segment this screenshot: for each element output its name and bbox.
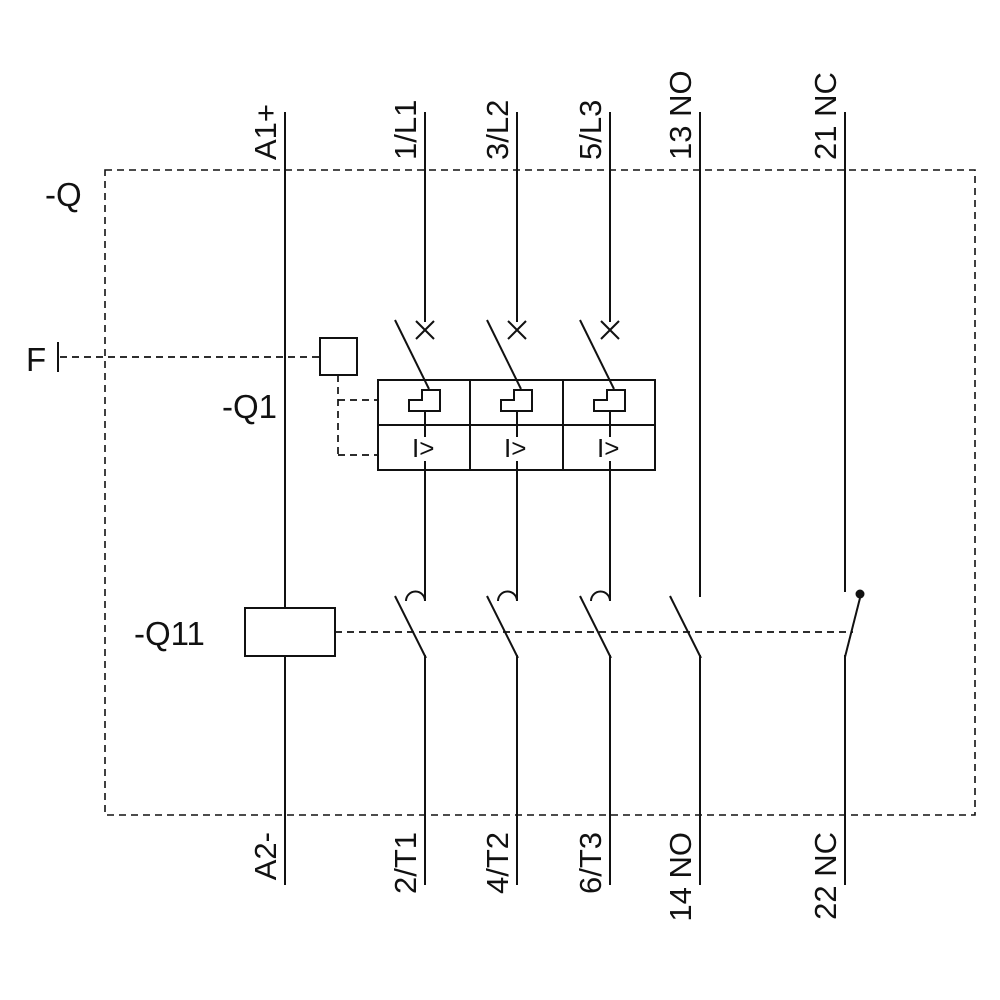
terminal-label-14no: 14 NO (663, 832, 698, 922)
breaker-cross-icon (600, 320, 620, 340)
latch-mechanism-icon (593, 389, 626, 412)
overcurrent-trip-symbol: I> (412, 433, 434, 463)
aux-no-contact (669, 112, 702, 885)
no-contact-arm (669, 595, 702, 659)
top-terminal-labels: A1+ 1/L1 3/L2 5/L3 13 NO 21 NC (248, 70, 843, 160)
terminal-label-5l3: 5/L3 (573, 100, 608, 160)
enclosure-dashed-border (104, 169, 976, 816)
breaker-contact-arm (486, 319, 522, 390)
contactor-contact-arm (579, 595, 612, 659)
contactor-fixed-contact-arc (590, 590, 611, 602)
external-trip-group: F (26, 337, 378, 456)
breaker-contact-arm (394, 319, 430, 390)
terminal-label-13no: 13 NO (663, 70, 698, 160)
pole-l2 (486, 112, 527, 885)
terminal-label-21nc: 21 NC (808, 72, 843, 160)
overcurrent-trip-symbol: I> (504, 433, 526, 463)
terminal-label-a1: A1+ (248, 104, 283, 160)
coil-box (244, 607, 336, 657)
coil-ref-label: -Q11 (134, 615, 205, 652)
aux-nc-contact (844, 112, 865, 885)
actuator-box-icon (319, 337, 358, 376)
nc-contact-arm (844, 597, 861, 658)
terminal-label-6t3: 6/T3 (573, 832, 608, 894)
contactor-contact-arm (394, 595, 427, 659)
contactor-fixed-contact-arc (405, 590, 426, 602)
contactor-contact-arm (486, 595, 519, 659)
terminal-label-3l2: 3/L2 (480, 100, 515, 160)
breaker-cross-icon (415, 320, 435, 340)
terminal-label-a2: A2- (248, 832, 283, 880)
contactor-fixed-contact-arc (497, 590, 518, 602)
breaker-cross-icon (507, 320, 527, 340)
device-ref-label: -Q (45, 176, 82, 213)
breaker-contact-arm (579, 319, 615, 390)
conductors (284, 112, 865, 885)
terminal-label-1l1: 1/L1 (388, 100, 423, 160)
coil-group (244, 607, 853, 657)
trip-unit-ref-label: -Q1 (222, 388, 277, 425)
latch-mechanism-icon (500, 389, 533, 412)
terminal-label-4t2: 4/T2 (480, 832, 515, 894)
latch-mechanism-icon (408, 389, 441, 412)
terminal-label-2t1: 2/T1 (388, 832, 423, 894)
overcurrent-trip-symbol: I> (597, 433, 619, 463)
pole-l3 (579, 112, 620, 885)
external-trip-label: F (26, 341, 46, 378)
bottom-terminal-labels: A2- 2/T1 4/T2 6/T3 14 NO 22 NC (248, 832, 843, 922)
terminal-label-22nc: 22 NC (808, 832, 843, 920)
nc-contact-dot-icon (855, 589, 865, 599)
pole-l1 (394, 112, 435, 885)
